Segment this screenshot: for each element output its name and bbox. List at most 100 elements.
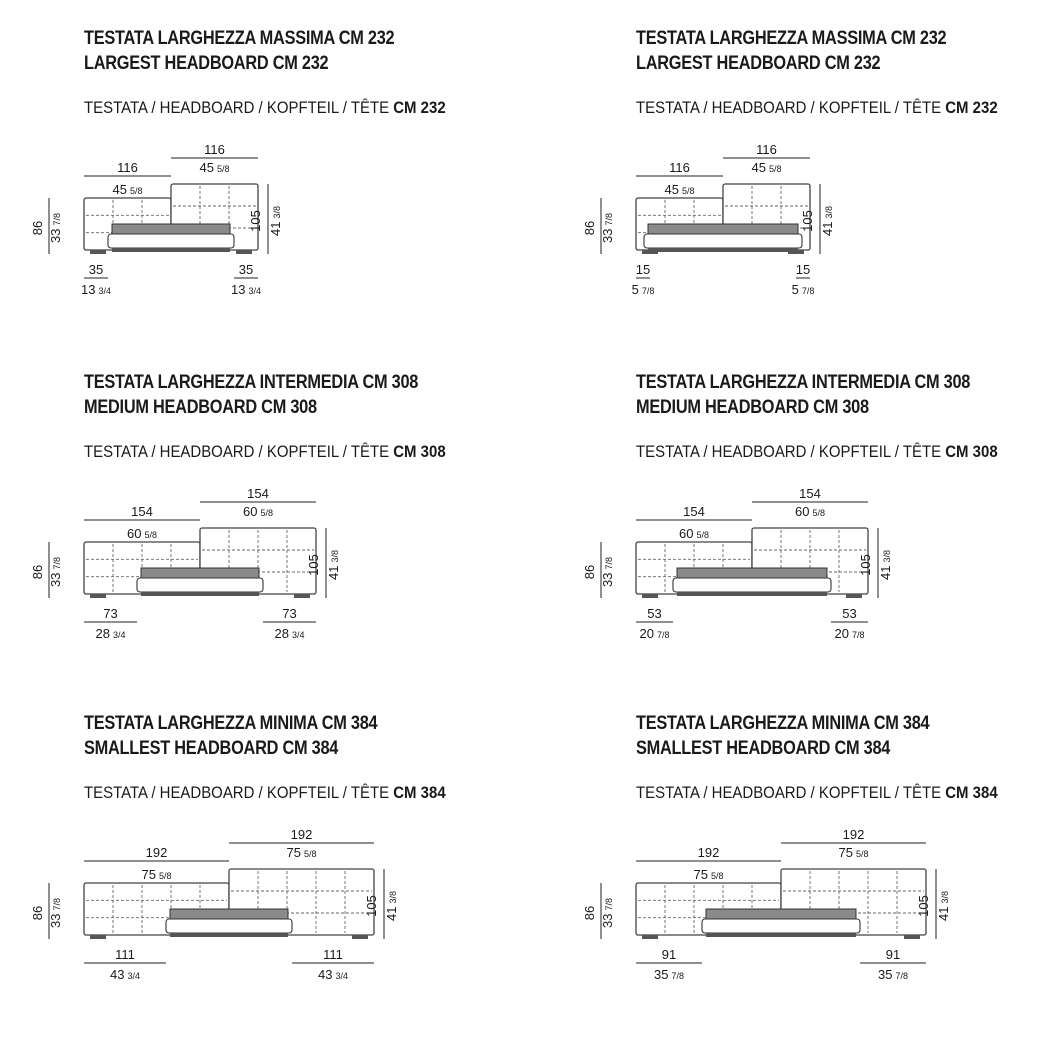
low-height-inch: 337/8 — [48, 213, 63, 243]
title-italian: TESTATA LARGHEZZA INTERMEDIA CM 308 — [84, 372, 419, 393]
inch-whole: 13 — [81, 282, 95, 297]
title-english: SMALLEST HEADBOARD CM 384 — [84, 738, 339, 759]
subtitle-width: CM 384 — [945, 783, 998, 802]
inch-whole: 60 — [795, 504, 809, 519]
inch-whole: 75 — [694, 867, 708, 882]
svg-text:357/8: 357/8 — [654, 967, 684, 982]
bed-base-plinth — [170, 933, 288, 937]
inch-whole: 60 — [243, 504, 257, 519]
svg-text:283/4: 283/4 — [96, 626, 126, 641]
mattress-side — [676, 567, 828, 579]
left-clearance-cm: 111 — [115, 947, 135, 962]
bed-base-plinth — [706, 933, 856, 937]
inch-fraction: 5/8 — [696, 530, 709, 540]
title-italian: TESTATA LARGHEZZA INTERMEDIA CM 308 — [636, 372, 971, 393]
title-italian: TESTATA LARGHEZZA MINIMA CM 384 — [84, 713, 378, 734]
title-italian: TESTATA LARGHEZZA MASSIMA CM 232 — [84, 28, 395, 49]
right-foot — [846, 594, 862, 598]
inch-fraction: 5/8 — [217, 164, 230, 174]
svg-text:57/8: 57/8 — [632, 282, 655, 297]
inch-fraction: 3/4 — [98, 286, 111, 296]
svg-text:755/8: 755/8 — [839, 845, 869, 860]
dimension-lines — [48, 501, 327, 623]
low-height-inch: 337/8 — [600, 898, 615, 928]
dimension-lines — [600, 501, 879, 623]
svg-text:433/4: 433/4 — [110, 967, 140, 982]
low-height-inch: 337/8 — [600, 213, 615, 243]
subtitle-languages: TESTATA / HEADBOARD / KOPFTEIL / TÊTE — [84, 783, 390, 802]
panel-subtitle: TESTATA / HEADBOARD / KOPFTEIL / TÊTE CM… — [636, 783, 998, 803]
inch-fraction: 3/8 — [882, 550, 892, 563]
inch-fraction: 7/8 — [604, 898, 614, 911]
title-english: SMALLEST HEADBOARD CM 384 — [636, 738, 891, 759]
inch-whole: 43 — [110, 967, 124, 982]
left-clearance-cm: 15 — [636, 262, 650, 277]
right-clearance-cm: 91 — [886, 947, 900, 962]
bed-base — [701, 918, 861, 934]
inch-fraction: 7/8 — [52, 898, 62, 911]
inch-fraction: 7/8 — [802, 286, 815, 296]
svg-text:755/8: 755/8 — [287, 845, 317, 860]
high-width-cm: 192 — [843, 827, 865, 842]
inch-whole: 28 — [275, 626, 289, 641]
mattress-side — [111, 223, 231, 235]
panel-subtitle: TESTATA / HEADBOARD / KOPFTEIL / TÊTE CM… — [84, 783, 446, 803]
inch-whole: 41 — [878, 566, 893, 580]
right-clearance-cm: 15 — [796, 262, 810, 277]
inch-whole: 41 — [936, 907, 951, 921]
inch-whole: 13 — [231, 282, 245, 297]
inch-whole: 41 — [268, 222, 283, 236]
low-height-cm: 86 — [582, 221, 597, 235]
right-clearance-cm: 35 — [239, 262, 253, 277]
inch-fraction: 7/8 — [852, 630, 865, 640]
bed-base — [672, 577, 832, 593]
svg-text:605/8: 605/8 — [795, 504, 825, 519]
subtitle-width: CM 308 — [945, 442, 998, 461]
high-height-inch: 413/8 — [326, 550, 341, 580]
right-clearance-cm: 111 — [323, 947, 343, 962]
inch-fraction: 5/8 — [812, 508, 825, 518]
inch-fraction: 5/8 — [144, 530, 157, 540]
svg-text:455/8: 455/8 — [200, 160, 230, 175]
inch-whole: 33 — [48, 914, 63, 928]
svg-text:755/8: 755/8 — [694, 867, 724, 882]
svg-text:413/8: 413/8 — [268, 206, 283, 236]
inch-fraction: 3/4 — [335, 971, 348, 981]
low-width-cm: 154 — [131, 504, 153, 519]
panel-subtitle: TESTATA / HEADBOARD / KOPFTEIL / TÊTE CM… — [636, 98, 998, 118]
inch-fraction: 5/8 — [260, 508, 273, 518]
left-clearance-cm: 53 — [647, 606, 661, 621]
svg-text:337/8: 337/8 — [48, 557, 63, 587]
subtitle-languages: TESTATA / HEADBOARD / KOPFTEIL / TÊTE — [636, 98, 942, 117]
high-height-inch: 413/8 — [936, 891, 951, 921]
bed-base-plinth — [112, 248, 230, 252]
svg-text:413/8: 413/8 — [936, 891, 951, 921]
inch-fraction: 7/8 — [604, 213, 614, 226]
high-height-cm: 105 — [306, 554, 321, 576]
inch-whole: 43 — [318, 967, 332, 982]
bed-base-plinth — [677, 592, 827, 596]
low-width-cm: 192 — [698, 845, 720, 860]
bed-base-plinth — [648, 248, 798, 252]
bed-base — [136, 577, 264, 593]
